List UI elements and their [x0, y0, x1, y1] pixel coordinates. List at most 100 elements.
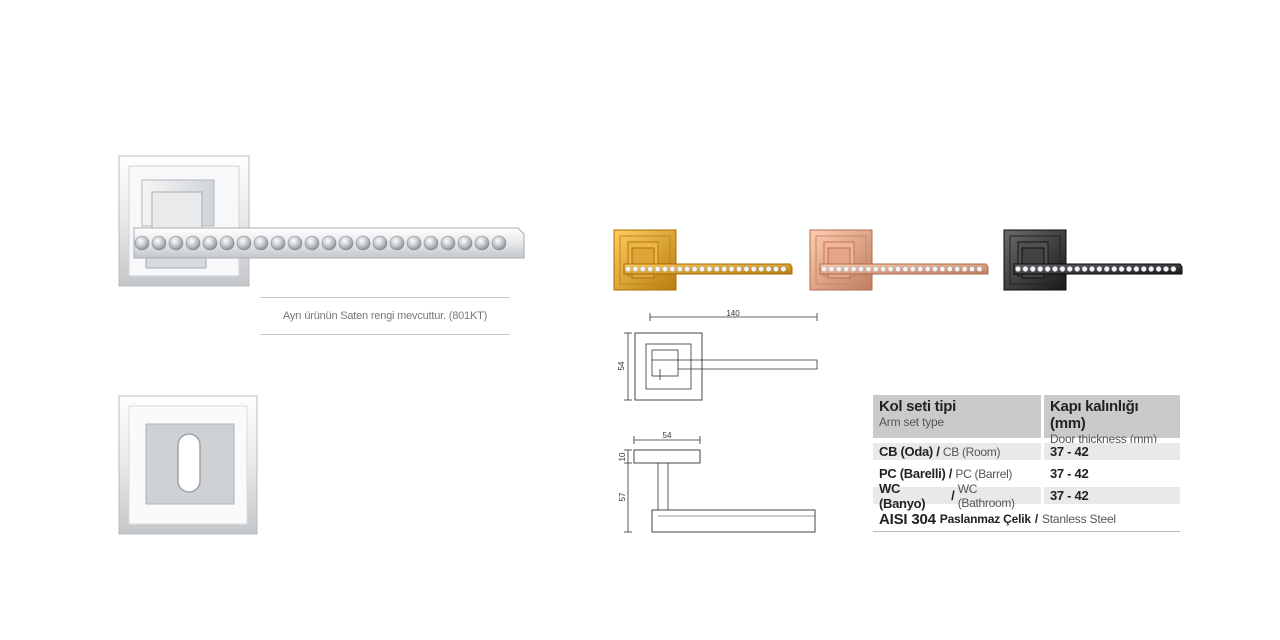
crystal-gem: [1111, 266, 1117, 272]
crystal-gem: [355, 235, 371, 251]
crystal-gem: [236, 235, 252, 251]
crystal-gem: [858, 266, 864, 272]
crystal-gem: [406, 235, 422, 251]
crystal-gem: [647, 266, 654, 272]
crystal-gem: [151, 235, 167, 251]
crystal-gem: [750, 266, 757, 272]
crystal-gem: [677, 266, 683, 272]
crystal-gem: [1022, 266, 1029, 272]
gold-variant-image: [613, 229, 793, 291]
crystal-gem: [1170, 266, 1177, 272]
crystal-gem: [1126, 266, 1132, 272]
type-tr: PC (Barelli): [879, 466, 946, 481]
crystal-gem: [185, 235, 201, 251]
crystal-gem: [691, 266, 698, 272]
dim-length-label: 140: [726, 309, 740, 318]
row-type-cell: PC (Barelli) / PC (Barrel): [873, 465, 1041, 482]
material-en: Stanless Steel: [1041, 512, 1116, 526]
crystal-gem: [474, 235, 490, 251]
crystal-gem: [1118, 266, 1125, 272]
type-sep: /: [951, 488, 955, 503]
crystal-gem: [728, 266, 735, 272]
crystal-gem: [946, 266, 953, 272]
crystal-gem: [758, 266, 764, 272]
caption-text: Ayrı ürünün Saten rengi mevcuttur. (801K…: [282, 310, 488, 322]
crystal-gem: [736, 266, 742, 272]
crystal-gem: [1133, 266, 1140, 272]
table-row: PC (Barelli) / PC (Barrel) 37 - 42: [873, 465, 1180, 482]
crystal-gem: [1044, 266, 1051, 272]
header-arm-set-type-tr: Kol seti tipi: [879, 398, 956, 415]
crystal-gem: [662, 266, 668, 272]
crystal-gem: [828, 266, 835, 272]
crystal-gem: [1067, 266, 1073, 272]
spec-table: Kol seti tipi Arm set type Kapı kalınlığ…: [873, 395, 1180, 532]
crystal-gem: [850, 266, 857, 272]
table-row: CB (Oda) / CB (Room) 37 - 42: [873, 443, 1180, 460]
crystal-gem: [865, 266, 872, 272]
crystal-gem: [654, 266, 661, 272]
crystal-gem: [684, 266, 690, 272]
crystal-gem: [895, 266, 901, 272]
row-thickness-cell: 37 - 42: [1044, 443, 1180, 460]
table-header-row: Kol seti tipi Arm set type Kapı kalınlığ…: [873, 395, 1180, 446]
crystal-gem: [253, 235, 269, 251]
crystal-gem: [287, 235, 303, 251]
rose-variant-image: [809, 229, 989, 291]
front-dimension-drawing: 140 54: [617, 309, 818, 401]
crystal-gem: [270, 235, 286, 251]
main-handle-image: [118, 155, 525, 287]
crystal-gem: [219, 235, 235, 251]
crystal-gem: [338, 235, 354, 251]
crystal-gem: [873, 266, 879, 272]
crystal-gem: [714, 266, 720, 272]
crystal-gem: [202, 235, 218, 251]
material-grade: AISI 304: [879, 510, 936, 528]
type-en: PC (Barrel): [955, 466, 1013, 481]
crystal-gem: [765, 266, 772, 272]
crystal-gem: [1037, 266, 1044, 272]
type-sep: /: [936, 444, 940, 459]
crystal-gem: [389, 235, 405, 251]
crystal-gem: [134, 235, 150, 251]
crystal-gem: [976, 266, 983, 272]
crystal-gem: [632, 266, 639, 272]
crystal-gem: [835, 266, 842, 272]
crystal-gem: [457, 235, 473, 251]
row-thickness-cell: 37 - 42: [1044, 487, 1180, 504]
keyhole-icon: [177, 433, 201, 493]
dim-thickness-label: 10: [618, 452, 627, 461]
header-door-thickness: Kapı kalınlığı (mm) Door thickness (mm): [1044, 395, 1180, 446]
crystal-gem: [423, 235, 439, 251]
crystal-gem: [887, 266, 894, 272]
crystal-gem: [1015, 266, 1021, 272]
crystal-gem: [1052, 266, 1058, 272]
dim-rosette-width-label: 54: [663, 431, 672, 440]
type-tr: WC (Banyo): [879, 480, 926, 511]
crystal-gem: [1148, 266, 1154, 272]
crystal-gem: [639, 266, 646, 272]
crystal-gem: [706, 266, 713, 272]
crystal-gem: [880, 266, 886, 272]
row-type-cell: CB (Oda) / CB (Room): [873, 443, 1041, 460]
header-door-thickness-tr: Kapı kalınlığı (mm): [1050, 398, 1139, 432]
crystal-gem: [910, 266, 916, 272]
side-dimension-drawing: 54 10 57: [618, 431, 816, 533]
crystal-gem: [1104, 266, 1110, 272]
dim-projection-label: 57: [618, 492, 627, 501]
type-tr: CB (Oda): [879, 444, 933, 459]
crystal-gem: [773, 266, 779, 272]
crystal-gem: [1074, 266, 1080, 272]
header-arm-set-type: Kol seti tipi Arm set type: [873, 395, 1041, 438]
crystal-gem: [304, 235, 320, 251]
crystal-gem: [699, 266, 705, 272]
crystal-gem: [961, 266, 968, 272]
crystal-gem: [843, 266, 850, 272]
crystal-gem: [1089, 266, 1095, 272]
crystal-gem: [902, 266, 909, 272]
table-row: WC (Banyo) / WC (Bathroom) 37 - 42: [873, 481, 1180, 511]
crystal-gem: [1155, 266, 1162, 272]
crystal-gem: [491, 235, 507, 251]
crystal-gem: [168, 235, 184, 251]
material-sep: /: [1034, 512, 1038, 526]
